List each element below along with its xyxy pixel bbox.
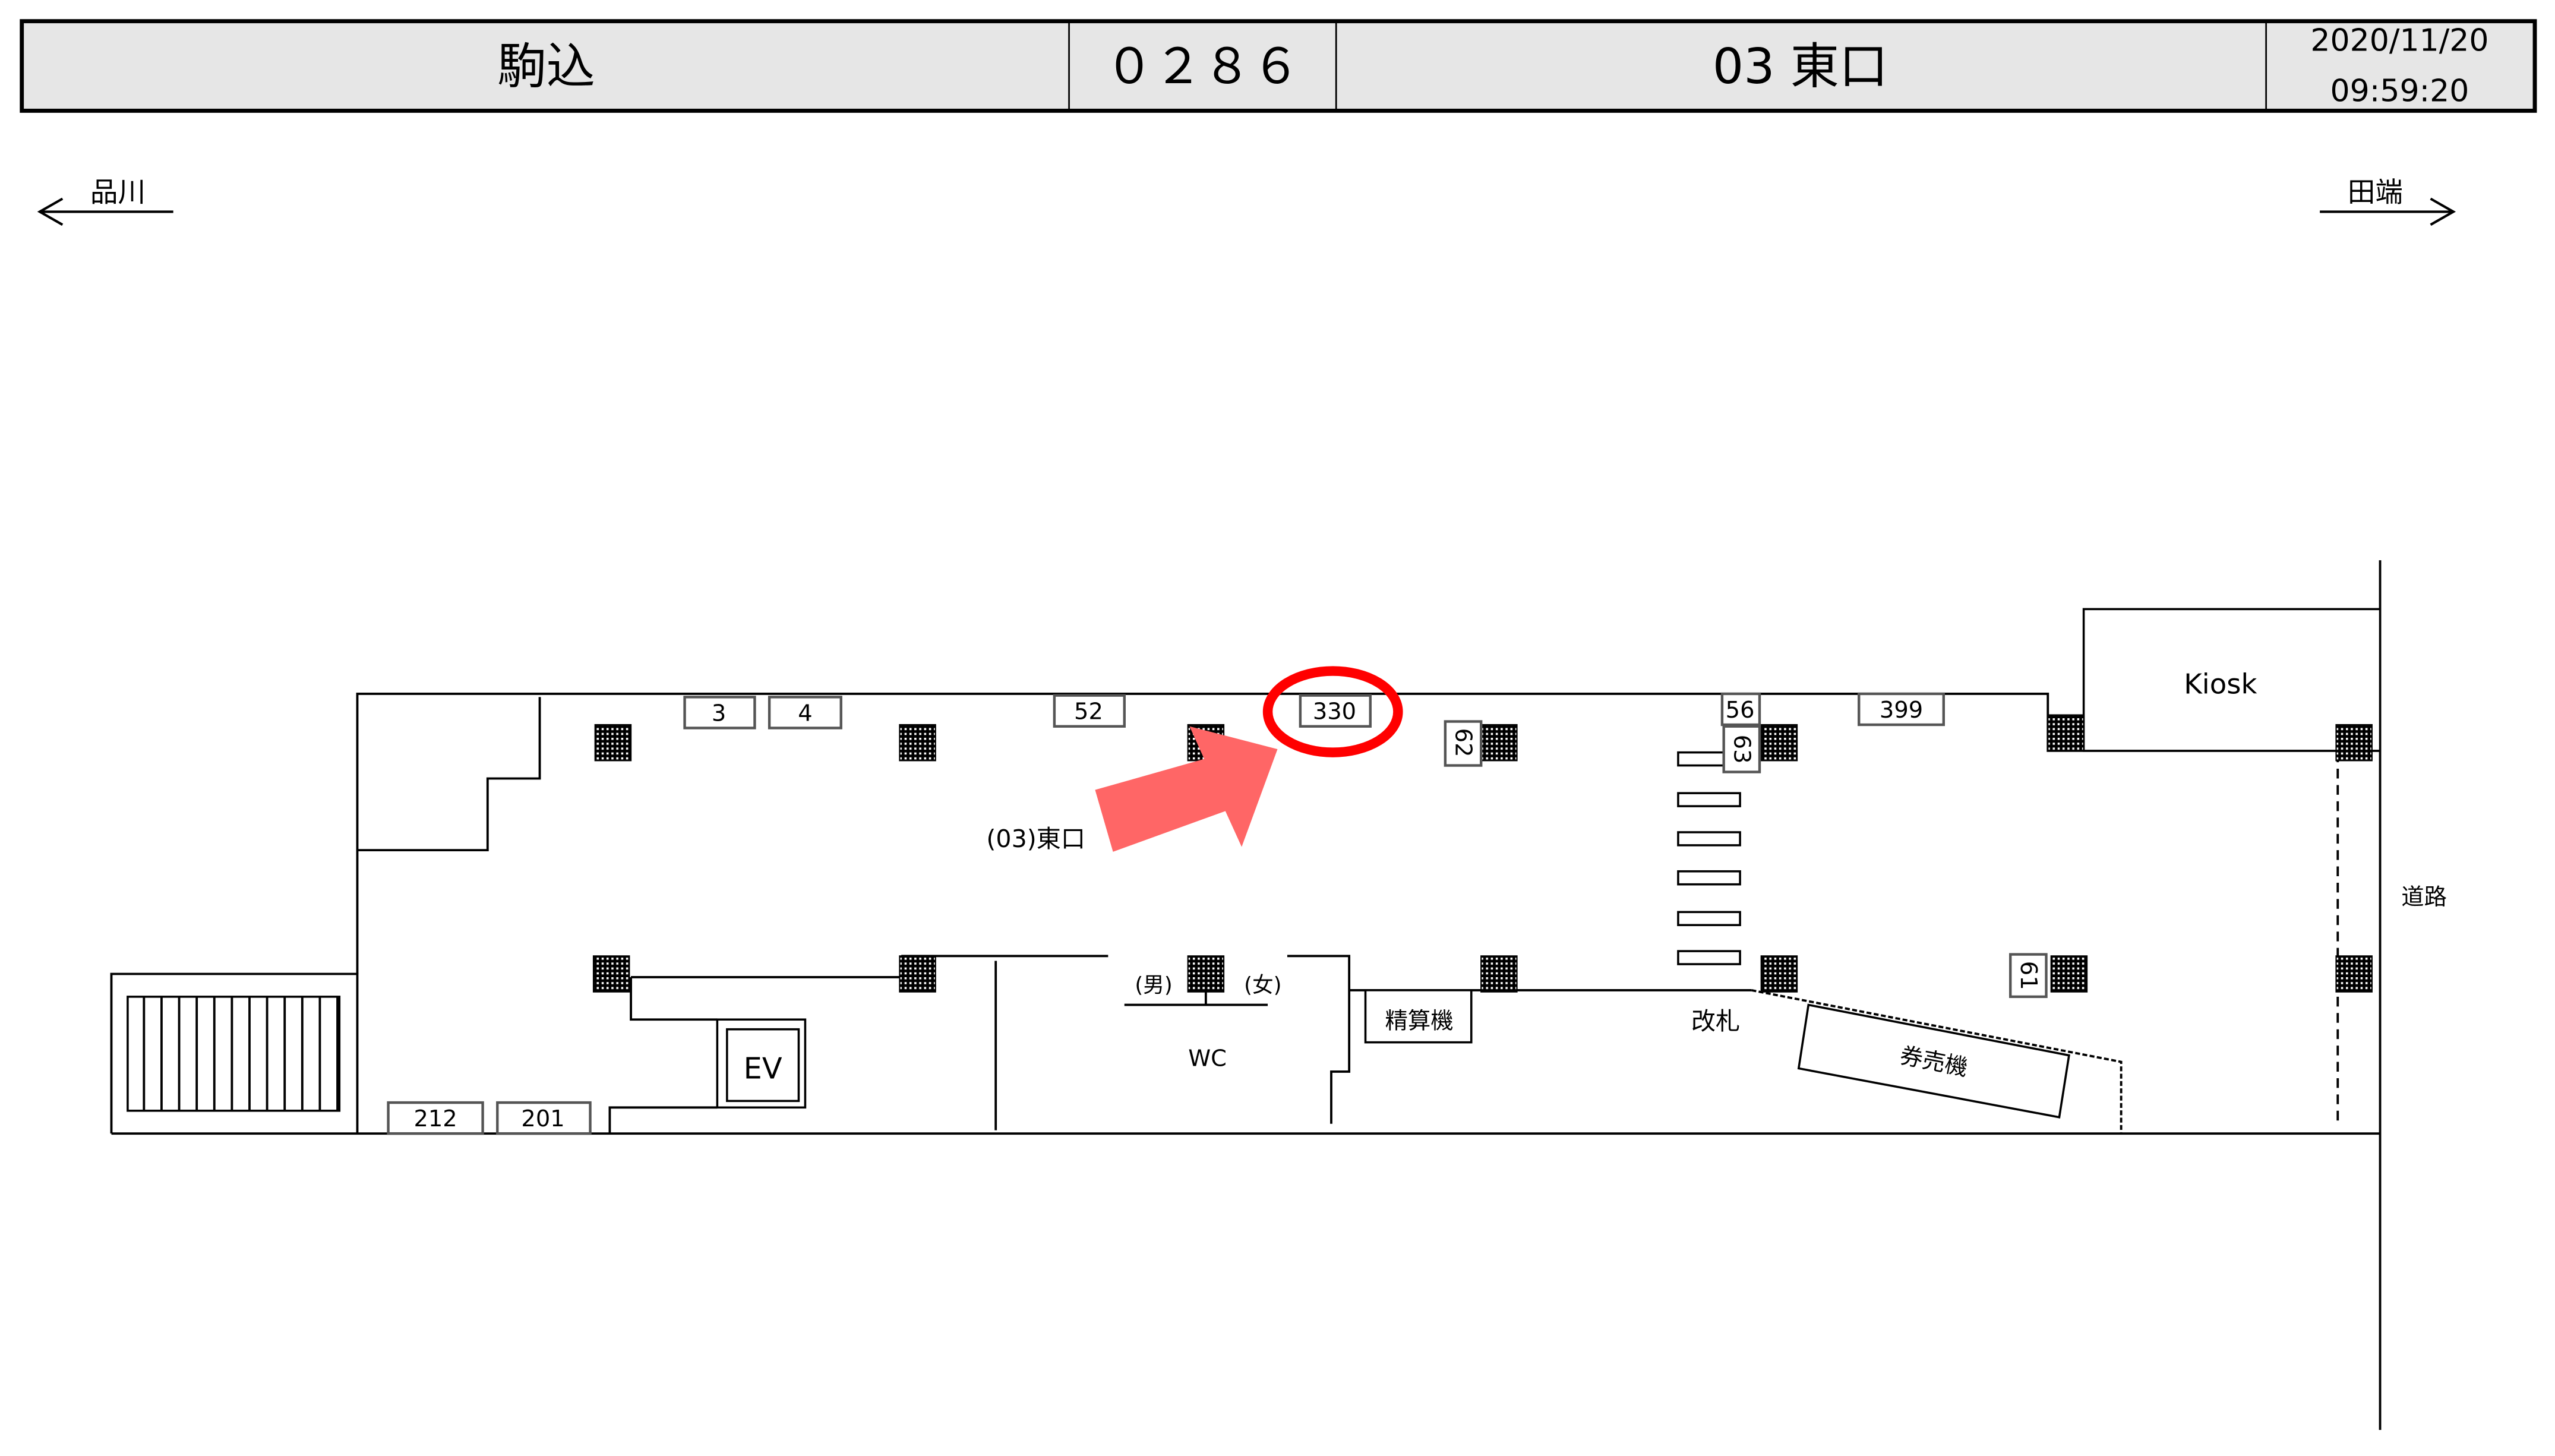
sign-label: 330: [1313, 699, 1356, 725]
arrow-left-icon: [37, 197, 173, 226]
time: 09:59:20: [2330, 74, 2469, 109]
road-label: 道路: [2401, 884, 2447, 911]
wc-men-label: (男): [1135, 973, 1172, 997]
highlight-circle: [1262, 666, 1403, 757]
sign-label: 4: [798, 700, 812, 727]
ticket-machine: 券売機: [1797, 1003, 2070, 1119]
elevator-label: EV: [744, 1051, 782, 1085]
pillars: [592, 714, 2373, 993]
exit-label: (03)東口: [986, 825, 1085, 853]
sign-4[interactable]: 4: [768, 696, 842, 729]
sign-label: 61: [2015, 961, 2042, 990]
gates-label: 改札: [1691, 1007, 1740, 1035]
fare-adjust-label: 精算機: [1385, 1007, 1453, 1034]
sign-212[interactable]: 212: [387, 1101, 484, 1135]
station-name: 駒込: [497, 39, 595, 95]
kiosk: Kiosk: [2082, 608, 2382, 752]
kiosk-label: Kiosk: [2184, 668, 2257, 700]
sign-label: 3: [712, 700, 726, 727]
direction-right: 田端: [2320, 176, 2456, 226]
sign-label: 399: [1880, 697, 1923, 724]
sign-201[interactable]: 201: [496, 1101, 592, 1135]
restroom: WC (男) (女): [1135, 973, 1281, 1072]
sign-56[interactable]: 56: [1720, 692, 1761, 727]
sign-330[interactable]: 330: [1299, 694, 1372, 728]
exit-name: 03 東口: [1713, 39, 1888, 95]
wc-label: WC: [1188, 1046, 1227, 1072]
sign-label: 63: [1728, 735, 1755, 764]
sign-label: 56: [1726, 697, 1755, 724]
sign-52[interactable]: 52: [1053, 694, 1126, 728]
sign-label: 212: [413, 1106, 457, 1132]
sign-label: 201: [521, 1106, 564, 1132]
sign-label: 62: [1450, 728, 1477, 757]
date: 2020/11/20: [2310, 23, 2488, 59]
fare-adjustment-machine: 精算機: [1364, 989, 1473, 1044]
elevator: EV: [716, 1018, 807, 1109]
station-code: ０２８６: [1105, 39, 1300, 95]
sign-61[interactable]: 61: [2009, 953, 2048, 999]
header-bar: 駒込 ０２８６ 03 東口 2020/11/20 09:59:20: [20, 19, 2537, 113]
sign-label: 52: [1074, 699, 1103, 725]
ticket-gates: 改札: [1677, 751, 1741, 1035]
direction-right-label: 田端: [2348, 176, 2403, 209]
sign-3[interactable]: 3: [683, 696, 756, 729]
arrow-right-icon: [2320, 197, 2456, 226]
stairs: [127, 996, 341, 1112]
pointer-arrow-icon: [1095, 726, 1278, 852]
sign-62[interactable]: 62: [1444, 720, 1483, 767]
wc-women-label: (女): [1244, 973, 1281, 997]
direction-left: 品川: [37, 176, 173, 226]
sign-399[interactable]: 399: [1858, 692, 1946, 727]
sign-63[interactable]: 63: [1722, 725, 1761, 773]
direction-left-label: 品川: [90, 176, 146, 209]
